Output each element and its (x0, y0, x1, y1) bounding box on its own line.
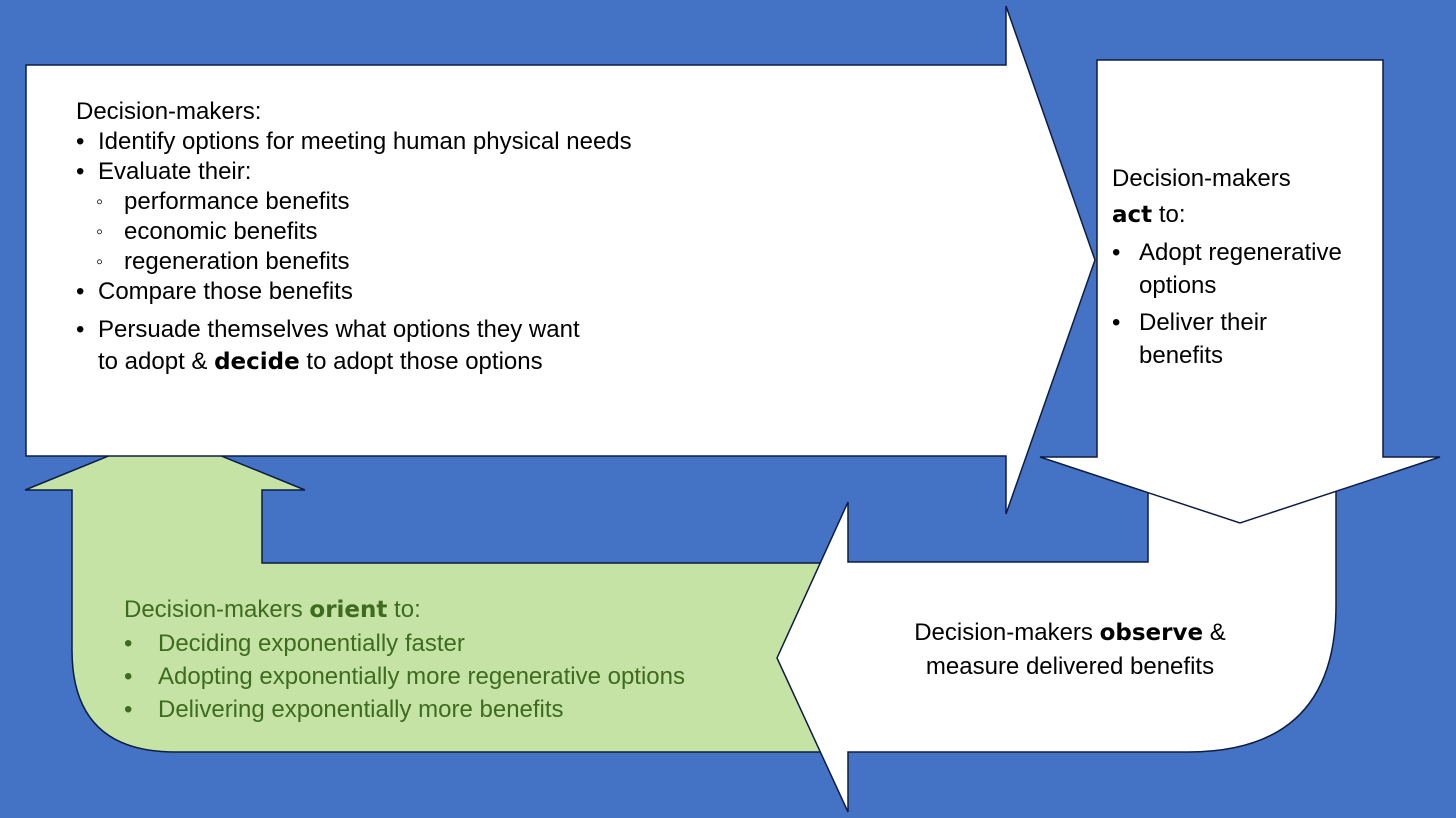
orient-keyword: orient (309, 597, 388, 623)
act-item-deliver-line1: Deliver their (1139, 309, 1268, 336)
decide-persuade-post: to adopt those options (299, 348, 543, 375)
act-box-text: Decision-makers act to: Adopt regenerati… (1112, 164, 1382, 372)
decide-sub-regeneration: regeneration benefits (76, 247, 976, 277)
observe-line1-post: & (1203, 619, 1226, 646)
orient-item-delivering: Delivering exponentially more benefits (124, 693, 804, 726)
observe-line1: Decision-makers observe & (860, 616, 1280, 650)
act-heading: Decision-makers (1112, 165, 1291, 192)
orient-item-adopting: Adopting exponentially more regenerative… (124, 660, 804, 693)
orient-item-deciding: Deciding exponentially faster (124, 627, 804, 660)
decide-item-persuade: Persuade themselves what options they wa… (76, 314, 976, 378)
observe-line2: measure delivered benefits (925, 653, 1215, 680)
decide-item-identify: Identify options for meeting human physi… (76, 127, 976, 157)
decide-item-evaluate: Evaluate their: (76, 157, 976, 187)
act-keyword: act (1112, 202, 1153, 228)
act-item-adopt-line1: Adopt regenerative (1139, 239, 1342, 266)
act-item-deliver-line2: benefits (1139, 342, 1224, 369)
decide-sub-economic: economic benefits (76, 217, 976, 247)
act-item-adopt: Adopt regenerative options (1112, 236, 1382, 302)
act-suffix: to: (1152, 201, 1186, 228)
decide-keyword: decide (214, 349, 300, 375)
decide-box-text: Decision-makers: Identify options for me… (76, 97, 976, 378)
act-heading-line2: act to: (1112, 200, 1382, 230)
decide-item-compare: Compare those benefits (76, 277, 976, 307)
observe-keyword: observe (1099, 620, 1204, 646)
orient-box-text: Decision-makers orient to: Deciding expo… (124, 593, 804, 726)
decide-sub-performance: performance benefits (76, 187, 976, 217)
orient-heading-post: to: (387, 596, 421, 623)
orient-heading-pre: Decision-makers (124, 596, 310, 623)
decide-persuade-line1: Persuade themselves what options they wa… (98, 316, 580, 343)
observe-box-text: Decision-makers observe & measure delive… (860, 616, 1280, 683)
act-item-deliver: Deliver their benefits (1112, 306, 1382, 372)
decide-heading: Decision-makers: (76, 98, 262, 125)
observe-left-arrow (776, 489, 1337, 813)
observe-line1-pre: Decision-makers (914, 619, 1100, 646)
act-item-adopt-line2: options (1139, 272, 1217, 299)
orient-heading: Decision-makers orient to: (124, 593, 804, 627)
decide-persuade-pre: to adopt & (98, 348, 215, 375)
